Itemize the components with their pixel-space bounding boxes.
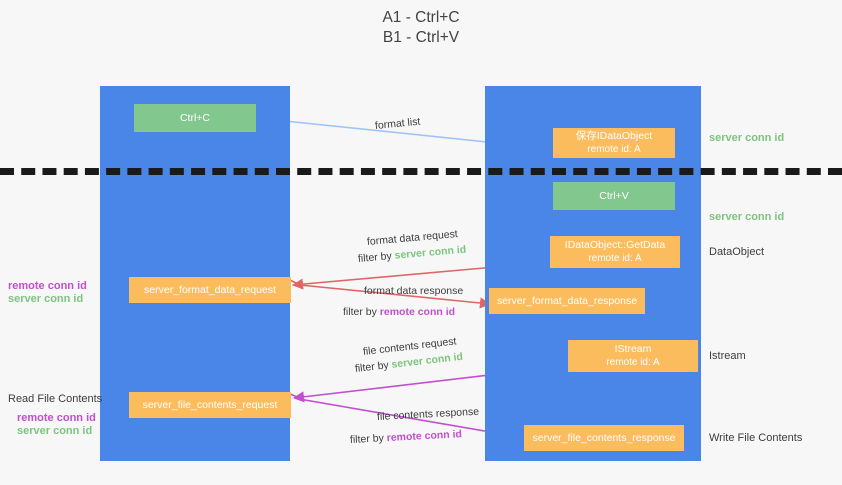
filter-prefix-3: filter by [354, 358, 393, 375]
annotation-istream: Istream [709, 350, 746, 362]
box-istream-line1: IStream [614, 343, 652, 355]
box-istream[interactable]: IStream remote id: A [568, 340, 698, 372]
annotation-server-conn-id-1: server conn id [8, 293, 84, 305]
page-title: A1 - Ctrl+C B1 - Ctrl+V [382, 9, 460, 46]
box-save-idataobject[interactable]: 保存IDataObject remote id: A [553, 128, 675, 158]
arrow-file-contents-response [289, 393, 527, 442]
box-idataobject-getdata-line1: IDataObject::GetData [564, 239, 666, 251]
filter-value-2: remote conn id [379, 306, 456, 318]
box-server-format-data-response-label: server_format_data_response [496, 294, 638, 307]
annotation-server-conn-id-mid: server conn id [709, 211, 785, 223]
box-save-idataobject-line1: 保存IDataObject [575, 130, 653, 142]
box-server-file-contents-request[interactable]: server_file_contents_request [129, 392, 291, 418]
edge-label-file-contents-response: file contents response [376, 405, 480, 423]
box-ctrl-c-label: Ctrl+C [179, 111, 211, 124]
box-idataobject-getdata-line2: remote id: A [588, 253, 642, 264]
box-ctrl-v-label: Ctrl+V [599, 189, 629, 202]
filter-prefix-2: filter by [343, 306, 380, 318]
box-istream-line2: remote id: A [606, 357, 660, 368]
annotation-remote-conn-id-2: remote conn id [17, 412, 96, 424]
box-server-file-contents-response-label: server_file_contents_response [532, 431, 676, 444]
box-server-format-data-request[interactable]: server_format_data_request [129, 277, 291, 303]
annotation-write-file-contents: Write File Contents [709, 432, 803, 444]
annotation-read-file-contents: Read File Contents [8, 393, 103, 405]
annotation-server-conn-id-top: server conn id [709, 132, 785, 144]
filter-prefix-1: filter by [357, 249, 396, 265]
box-save-idataobject-line2: remote id: A [587, 144, 641, 155]
edge-label-format-data-response: format data response [364, 285, 464, 297]
box-server-file-contents-request-label: server_file_contents_request [142, 398, 278, 411]
box-server-format-data-request-label: server_format_data_request [144, 283, 276, 296]
filter-prefix-4: filter by [349, 432, 388, 446]
edge-label-format-data-response-filter: filter by remote conn id [343, 306, 455, 318]
edge-label-file-contents-response-filter: filter by remote conn id [350, 428, 463, 446]
filter-value-1: server conn id [394, 243, 467, 262]
edge-label-format-list: format list [374, 115, 421, 132]
phase-separator-dashed-line [0, 168, 842, 175]
filter-value-3: server conn id [390, 350, 464, 371]
box-server-format-data-response[interactable]: server_format_data_response [489, 288, 645, 314]
filter-value-4: remote conn id [386, 428, 463, 445]
box-ctrl-c[interactable]: Ctrl+C [134, 104, 256, 132]
annotation-remote-conn-id-1: remote conn id [8, 280, 87, 292]
annotation-server-conn-id-2: server conn id [17, 425, 93, 437]
box-ctrl-v[interactable]: Ctrl+V [553, 182, 675, 210]
box-server-file-contents-response[interactable]: server_file_contents_response [524, 425, 684, 451]
box-idataobject-getdata[interactable]: IDataObject::GetData remote id: A [550, 236, 680, 268]
annotation-dataobject: DataObject [709, 246, 765, 258]
